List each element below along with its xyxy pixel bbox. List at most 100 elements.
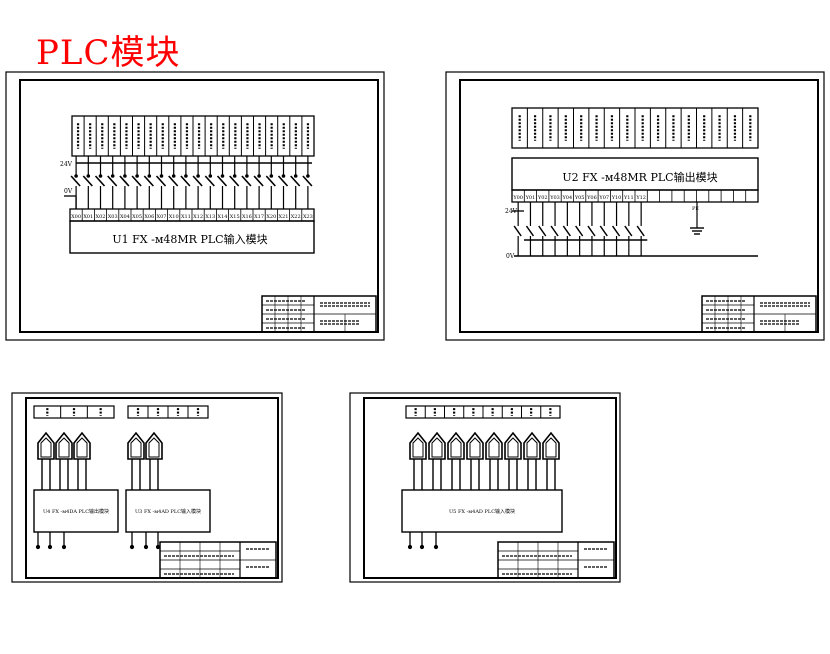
terminal-label: Y11 (623, 195, 634, 201)
input-switch (168, 156, 179, 209)
terminal-dot (433, 544, 439, 550)
sheet-border-outer (5, 71, 385, 341)
sensor-symbol (409, 431, 427, 490)
terminal-dot (35, 544, 41, 550)
input-switch (265, 156, 276, 209)
output-load (611, 202, 621, 256)
terminal-label: X05 (132, 214, 142, 220)
terminal-label: Y05 (574, 195, 585, 201)
input-switch (94, 156, 106, 209)
sensor-symbol (466, 431, 484, 490)
sensor-symbol (485, 431, 503, 490)
sensor-symbol (37, 431, 55, 490)
terminal-label: X22 (291, 214, 301, 220)
sensor-symbol (145, 431, 163, 490)
input-switch (290, 156, 301, 209)
terminal-label: X17 (254, 214, 264, 220)
sensor-symbol (428, 431, 446, 490)
terminal-label: X00 (71, 214, 81, 220)
output-load (587, 202, 596, 256)
sheet-border-inner (363, 397, 617, 579)
terminal-dot (143, 544, 149, 550)
label-strip-left (33, 405, 115, 419)
terminal-dot (155, 544, 161, 550)
input-switch (119, 156, 130, 209)
output-module-label: U2 FX -м48MR PLC输出模块 (562, 170, 717, 184)
rail-24v-label: 24V (60, 161, 73, 168)
terminal-dot (129, 544, 135, 550)
rail-0v-label: 0V (506, 253, 515, 260)
input-module-label: U1 FX -м48MR PLC输入模块 (112, 232, 267, 246)
terminal-label: X20 (266, 214, 276, 220)
sheet-border-outer (349, 392, 621, 583)
terminal-label: Y04 (562, 195, 573, 201)
ground-icon (690, 227, 704, 235)
output-load (538, 202, 547, 256)
input-switch (204, 156, 215, 209)
output-load (599, 202, 608, 256)
analog-module-label: U5 FX -м4AD PLC输入模块 (449, 508, 515, 515)
input-switch (229, 156, 240, 209)
title-block (261, 295, 377, 333)
terminal-label: Y07 (598, 195, 609, 201)
page-title: PLC模块 (36, 33, 181, 73)
terminal-label: Y01 (525, 195, 536, 201)
terminal-label: X06 (144, 214, 154, 220)
rail-0v-label: 0V (64, 188, 73, 195)
output-load (636, 202, 645, 256)
sheet-border-inner (459, 79, 819, 333)
terminal-label: X12 (193, 214, 203, 220)
terminal-label: X03 (108, 214, 118, 220)
terminal-label: X13 (205, 214, 215, 220)
input-switch (192, 156, 203, 209)
output-load (550, 202, 559, 256)
analog-module-body (401, 489, 563, 533)
input-switch (143, 156, 154, 209)
sensor-symbol (127, 431, 145, 490)
terminal-label: X21 (279, 214, 289, 220)
input-module-body (69, 220, 315, 254)
terminal-label: X16 (242, 214, 252, 220)
input-switch (253, 156, 264, 209)
input-switch (155, 156, 167, 209)
sensor-symbol (73, 431, 91, 490)
ground-label: PE (692, 206, 699, 212)
terminal-label: Y00 (512, 195, 523, 201)
input-switch (82, 156, 93, 209)
output-load (575, 202, 584, 256)
terminal-label: X07 (157, 214, 167, 220)
sheet-border-outer (11, 392, 283, 583)
sensor-symbol (542, 431, 560, 490)
sensor-symbol (447, 431, 465, 490)
terminal-label: X01 (83, 214, 93, 220)
terminal-label: X04 (120, 214, 130, 220)
terminal-dot (47, 544, 53, 550)
terminal-label: X10 (169, 214, 179, 220)
sheet-analog-modules: U4 FX -м4DA PLC输出模块 U3 FX -м4AD PLC输入模块 (11, 392, 283, 583)
terminal-label: X23 (303, 214, 313, 220)
sensor-symbol (504, 431, 522, 490)
output-load (513, 202, 522, 256)
title-block (497, 541, 615, 579)
sheet-border-outer (445, 71, 825, 341)
terminal-label: Y06 (586, 195, 597, 201)
input-switch (131, 156, 142, 209)
analog-module-right-label: U3 FX -м4AD PLC输入模块 (135, 508, 201, 515)
input-switch (180, 156, 191, 209)
input-switch (277, 156, 289, 209)
terminal-label: X02 (96, 214, 106, 220)
sheet-analog-module-4: U5 FX -м4AD PLC输入模块 (349, 392, 621, 583)
terminal-label: X11 (181, 214, 191, 220)
output-load (525, 202, 535, 256)
input-switch (302, 156, 313, 209)
analog-module-left-body (33, 489, 119, 533)
terminal-label: X15 (230, 214, 240, 220)
terminal-label: Y10 (611, 195, 622, 201)
terminal-dot (61, 544, 67, 550)
input-switch (216, 156, 228, 209)
analog-module-right-body (125, 489, 211, 533)
terminal-label: Y03 (549, 195, 560, 201)
